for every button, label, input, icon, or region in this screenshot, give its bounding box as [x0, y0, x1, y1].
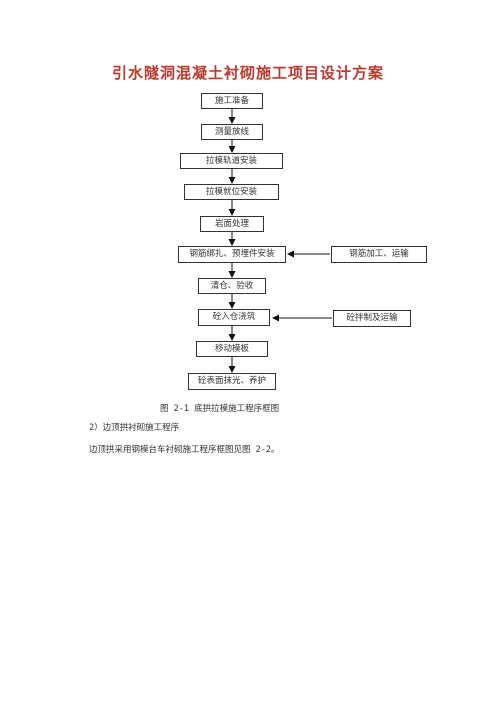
flow-input-concrete-mixing: 砼拌制及运输	[333, 310, 411, 327]
flow-step-survey: 测量放线	[201, 124, 263, 140]
flow-step-concrete-pour: 砼入仓浇筑	[198, 309, 270, 326]
flow-step-form-install: 拉模就位安装	[184, 184, 279, 200]
figure-caption: 图 2-1 底拱拉模施工程序框图	[160, 404, 280, 414]
document-title: 引水隧洞混凝土衬砌施工项目设计方案	[111, 64, 384, 82]
body-paragraph: 边顶拱采用钢模台车衬砌施工程序框图见图 2-2。	[89, 445, 280, 455]
flow-step-rail-install: 拉模轨道安装	[180, 153, 283, 169]
section-heading: 2）边顶拱衬砌施工程序	[89, 423, 180, 433]
flow-step-clean-inspect: 清仓、验收	[198, 278, 266, 294]
flow-input-rebar-processing: 钢筋加工、运输	[331, 246, 427, 263]
flow-step-move-form: 移动模板	[196, 341, 268, 357]
flow-step-preparation: 施工准备	[201, 93, 263, 109]
flow-step-rock-surface: 岩面处理	[200, 216, 264, 232]
flow-step-finishing-curing: 砼表面抹光、养护	[188, 373, 276, 390]
flow-step-rebar-binding: 钢筋绑扎、预埋件安装	[178, 246, 286, 263]
